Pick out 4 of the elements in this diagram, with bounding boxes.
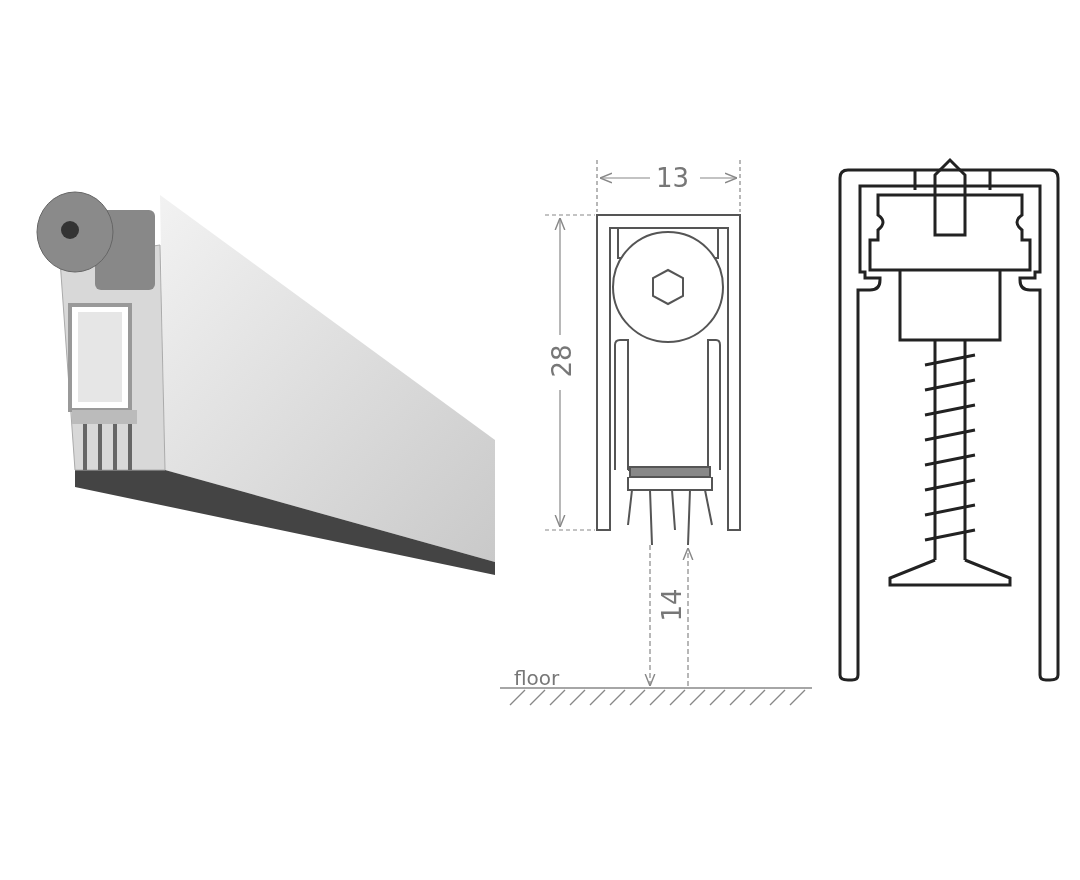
dimension-label: 13 — [656, 165, 690, 191]
floor-label: floor — [514, 668, 560, 688]
dimension-label: 14 — [658, 588, 685, 622]
dimension-label: 28 — [548, 344, 575, 378]
